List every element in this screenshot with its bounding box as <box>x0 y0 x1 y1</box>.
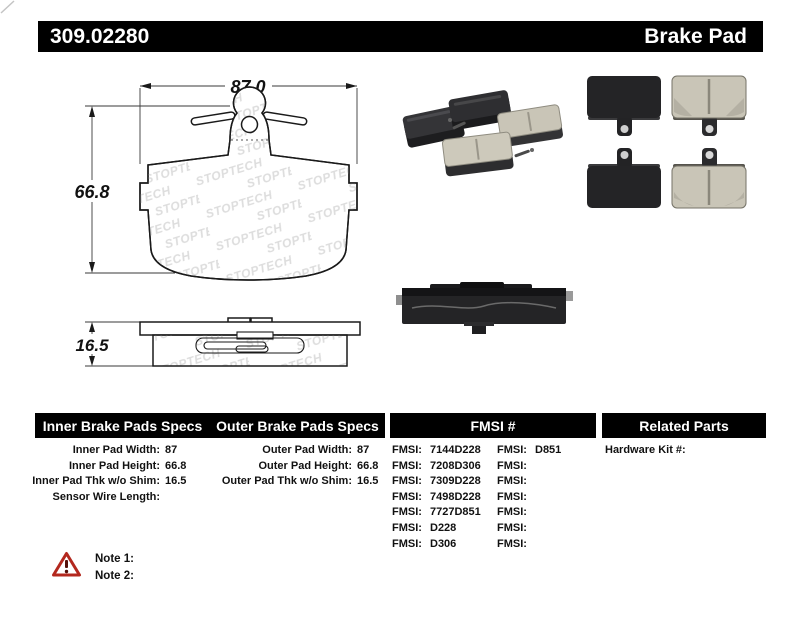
spec-label: Outer Pad Thk w/o Shim: <box>221 475 352 488</box>
fmsi-value: 7498D228 <box>430 490 481 503</box>
part-number: 309.02280 <box>50 25 150 48</box>
technical-drawing: STOPTECH STOPTECH 87.0 66.8 <box>68 74 361 367</box>
photo-pad-grid <box>587 75 747 209</box>
spec-row: Sensor Wire Length: <box>30 490 200 506</box>
spec-row: Inner Pad Thk w/o Shim: 16.5 <box>30 474 200 490</box>
pad-grid-black-bottom <box>587 148 661 208</box>
spec-row: Inner Pad Width: 87 <box>30 443 200 459</box>
spec-label: Outer Pad Width: <box>262 444 352 456</box>
fmsi-value: 7309D228 <box>430 475 481 488</box>
height-dimension: 66.8 <box>68 105 230 274</box>
spec-label: Outer Pad Height: <box>258 459 352 472</box>
fmsi-label: FMSI: <box>497 490 527 503</box>
fmsi-label: FMSI: <box>497 459 527 472</box>
pad-photo-black-2 <box>448 90 512 130</box>
spec-row: Hardware Kit #: <box>605 443 691 459</box>
fmsi-label: FMSI: <box>392 459 422 472</box>
warning-icon <box>52 552 81 577</box>
spec-label: Sensor Wire Length: <box>52 490 160 503</box>
pad-photo-ceramic-2 <box>441 131 514 177</box>
fmsi-label: FMSI: <box>497 537 527 550</box>
header-bar: 309.02280 Brake Pad <box>38 21 763 52</box>
tab-hole <box>240 115 259 134</box>
spec-value: 66.8 <box>165 459 187 472</box>
fmsi-row: FMSI: D306 FMSI: <box>392 537 561 553</box>
related-parts-table: Hardware Kit #: <box>605 443 691 459</box>
photo-pad-set-angled <box>402 90 563 177</box>
fmsi-value: 7144D228 <box>430 444 481 456</box>
spec-label: Inner Pad Width: <box>72 444 160 456</box>
spec-value: 16.5 <box>357 475 379 488</box>
note-1: Note 1: <box>95 553 134 565</box>
note-2: Note 2: <box>95 570 134 582</box>
fmsi-label: FMSI: <box>392 506 422 519</box>
pad-grid-ceramic-top <box>671 75 747 136</box>
fmsi-row: FMSI: 7727D851 FMSI: <box>392 505 561 521</box>
fmsi-label: FMSI: <box>497 521 527 534</box>
hardware-bits <box>448 118 534 158</box>
fmsi-value: D851 <box>535 444 562 456</box>
outer-specs-title: Outer Brake Pads Specs <box>216 417 379 434</box>
inner-specs-title: Inner Brake Pads Specs <box>42 417 203 434</box>
fmsi-row: FMSI: 7498D228 FMSI: <box>392 490 561 506</box>
fmsi-table: FMSI: 7144D228 FMSI: D851 FMSI: 7208D306… <box>392 443 561 552</box>
fmsi-label: FMSI: <box>392 444 422 456</box>
spec-value: 87 <box>357 444 370 456</box>
fmsi-label: FMSI: <box>392 490 422 503</box>
fmsi-label: FMSI: <box>392 521 422 534</box>
spec-row: Outer Pad Width: 87 <box>215 443 390 459</box>
clip-slot <box>236 331 274 340</box>
pad-grid-ceramic-bottom <box>671 148 747 209</box>
fmsi-value: 7727D851 <box>430 506 481 519</box>
pad-front-view <box>139 86 358 281</box>
fmsi-value: D228 <box>430 521 457 534</box>
fmsi-value: D306 <box>430 537 457 550</box>
related-label: Hardware Kit #: <box>605 444 686 456</box>
fmsi-label: FMSI: <box>392 475 422 488</box>
fmsi-row: FMSI: 7309D228 FMSI: <box>392 474 561 490</box>
pads-specs-title-bar: Inner Brake Pads Specs Outer Brake Pads … <box>35 413 385 438</box>
thickness-dim-label: 16.5 <box>75 336 109 355</box>
height-dim-label: 66.8 <box>74 182 109 202</box>
spec-value: 66.8 <box>357 459 379 472</box>
notes-block: Note 1: Note 2: <box>95 551 134 585</box>
fmsi-label: FMSI: <box>392 537 422 550</box>
spec-value: 87 <box>165 444 178 456</box>
related-parts-title: Related Parts <box>639 417 729 434</box>
spec-row: Outer Pad Height: 66.8 <box>215 459 390 475</box>
photo-pad-edge <box>396 282 573 334</box>
outer-specs-table: Outer Pad Width: 87 Outer Pad Height: 66… <box>215 443 390 490</box>
spec-row: Outer Pad Thk w/o Shim: 16.5 <box>215 474 390 490</box>
product-title: Brake Pad <box>644 25 747 48</box>
spec-label: Inner Pad Thk w/o Shim: <box>32 475 160 488</box>
pad-side-view <box>139 317 361 367</box>
pad-grid-black-top <box>587 76 661 136</box>
fmsi-value: 7208D306 <box>430 459 481 472</box>
fmsi-label: FMSI: <box>497 506 527 519</box>
related-parts-title-bar: Related Parts <box>602 413 766 438</box>
spec-row: Inner Pad Height: 66.8 <box>30 459 200 475</box>
thickness-dimension: 16.5 <box>70 321 153 367</box>
fmsi-label: FMSI: <box>497 444 527 456</box>
fmsi-title-bar: FMSI # <box>390 413 596 438</box>
fmsi-row: FMSI: D228 FMSI: <box>392 521 561 537</box>
fmsi-row: FMSI: 7208D306 FMSI: <box>392 459 561 475</box>
inner-specs-table: Inner Pad Width: 87 Inner Pad Height: 66… <box>30 443 200 505</box>
fmsi-title: FMSI # <box>470 417 516 434</box>
fmsi-label: FMSI: <box>497 475 527 488</box>
fmsi-row: FMSI: 7144D228 FMSI: D851 <box>392 443 561 459</box>
spec-value: 16.5 <box>165 475 187 488</box>
pad-photo-ceramic-1 <box>497 104 563 148</box>
pad-photo-black-1 <box>402 105 465 148</box>
spec-label: Inner Pad Height: <box>68 459 160 472</box>
corner-artifact <box>0 0 15 14</box>
